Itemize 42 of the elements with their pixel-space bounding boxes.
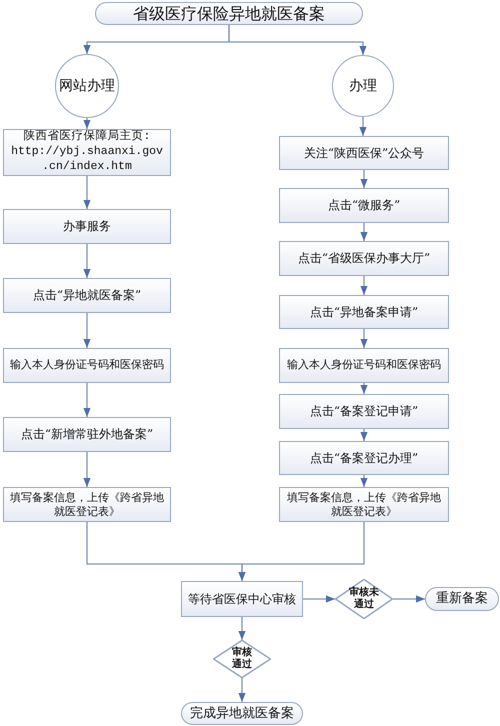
branch-circle: 网站办理 <box>55 54 119 118</box>
arrow <box>83 118 91 129</box>
arrow <box>360 429 368 441</box>
process-box: 填写备案信息，上传《跨省异地就医登记表》 <box>279 487 449 522</box>
arrow <box>359 117 367 136</box>
process-box: 等待省医保中心审核 <box>181 581 303 617</box>
arrow <box>360 329 368 348</box>
process-box: 点击“微服务” <box>279 188 449 223</box>
arrow <box>83 244 91 278</box>
process-box: 点击“备案登记办理” <box>279 441 449 475</box>
process-box: 陕西省医疗保障局主页: http://ybj.shaanxi.gov.cn/index.htm <box>3 129 171 176</box>
start-terminal: 省级医疗保险异地就医备案 <box>95 2 363 25</box>
decision-diamond: 审核通过 <box>213 640 271 678</box>
process-box: 输入本人身份证号码和医保密码 <box>279 348 449 383</box>
arrow <box>238 617 246 640</box>
arrow <box>228 25 367 55</box>
branch-circle: 办理 <box>332 55 394 117</box>
arrow <box>238 678 246 702</box>
arrow <box>360 383 368 394</box>
arrow <box>83 176 91 209</box>
arrow <box>360 223 368 241</box>
decision-diamond: 审核未通过 <box>335 579 393 619</box>
arrow <box>238 522 365 581</box>
arrow <box>303 595 335 603</box>
process-box: 关注“陕西医保”公众号 <box>279 136 449 170</box>
end-terminal: 完成异地就医备案 <box>181 702 303 725</box>
arrow <box>360 170 368 188</box>
arrow <box>83 313 91 348</box>
process-box: 点击“异地备案申请” <box>279 295 449 329</box>
arrow <box>83 383 91 417</box>
process-box: 办事服务 <box>3 209 171 244</box>
arrow <box>360 276 368 295</box>
arrow <box>393 595 425 603</box>
process-box: 点击“新增常驻外地备案” <box>3 417 171 452</box>
process-box: 填写备案信息，上传《跨省异地就医登记表》 <box>3 487 171 522</box>
process-box: 点击“异地就医备案” <box>3 278 171 313</box>
process-box: 输入本人身份证号码和医保密码 <box>3 348 171 383</box>
process-box: 点击“省级医保办事大厅” <box>279 241 449 276</box>
arrow <box>360 475 368 487</box>
end-terminal: 重新备案 <box>425 587 499 611</box>
arrow <box>83 452 91 487</box>
process-box: 点击“备案登记申请” <box>279 394 449 429</box>
